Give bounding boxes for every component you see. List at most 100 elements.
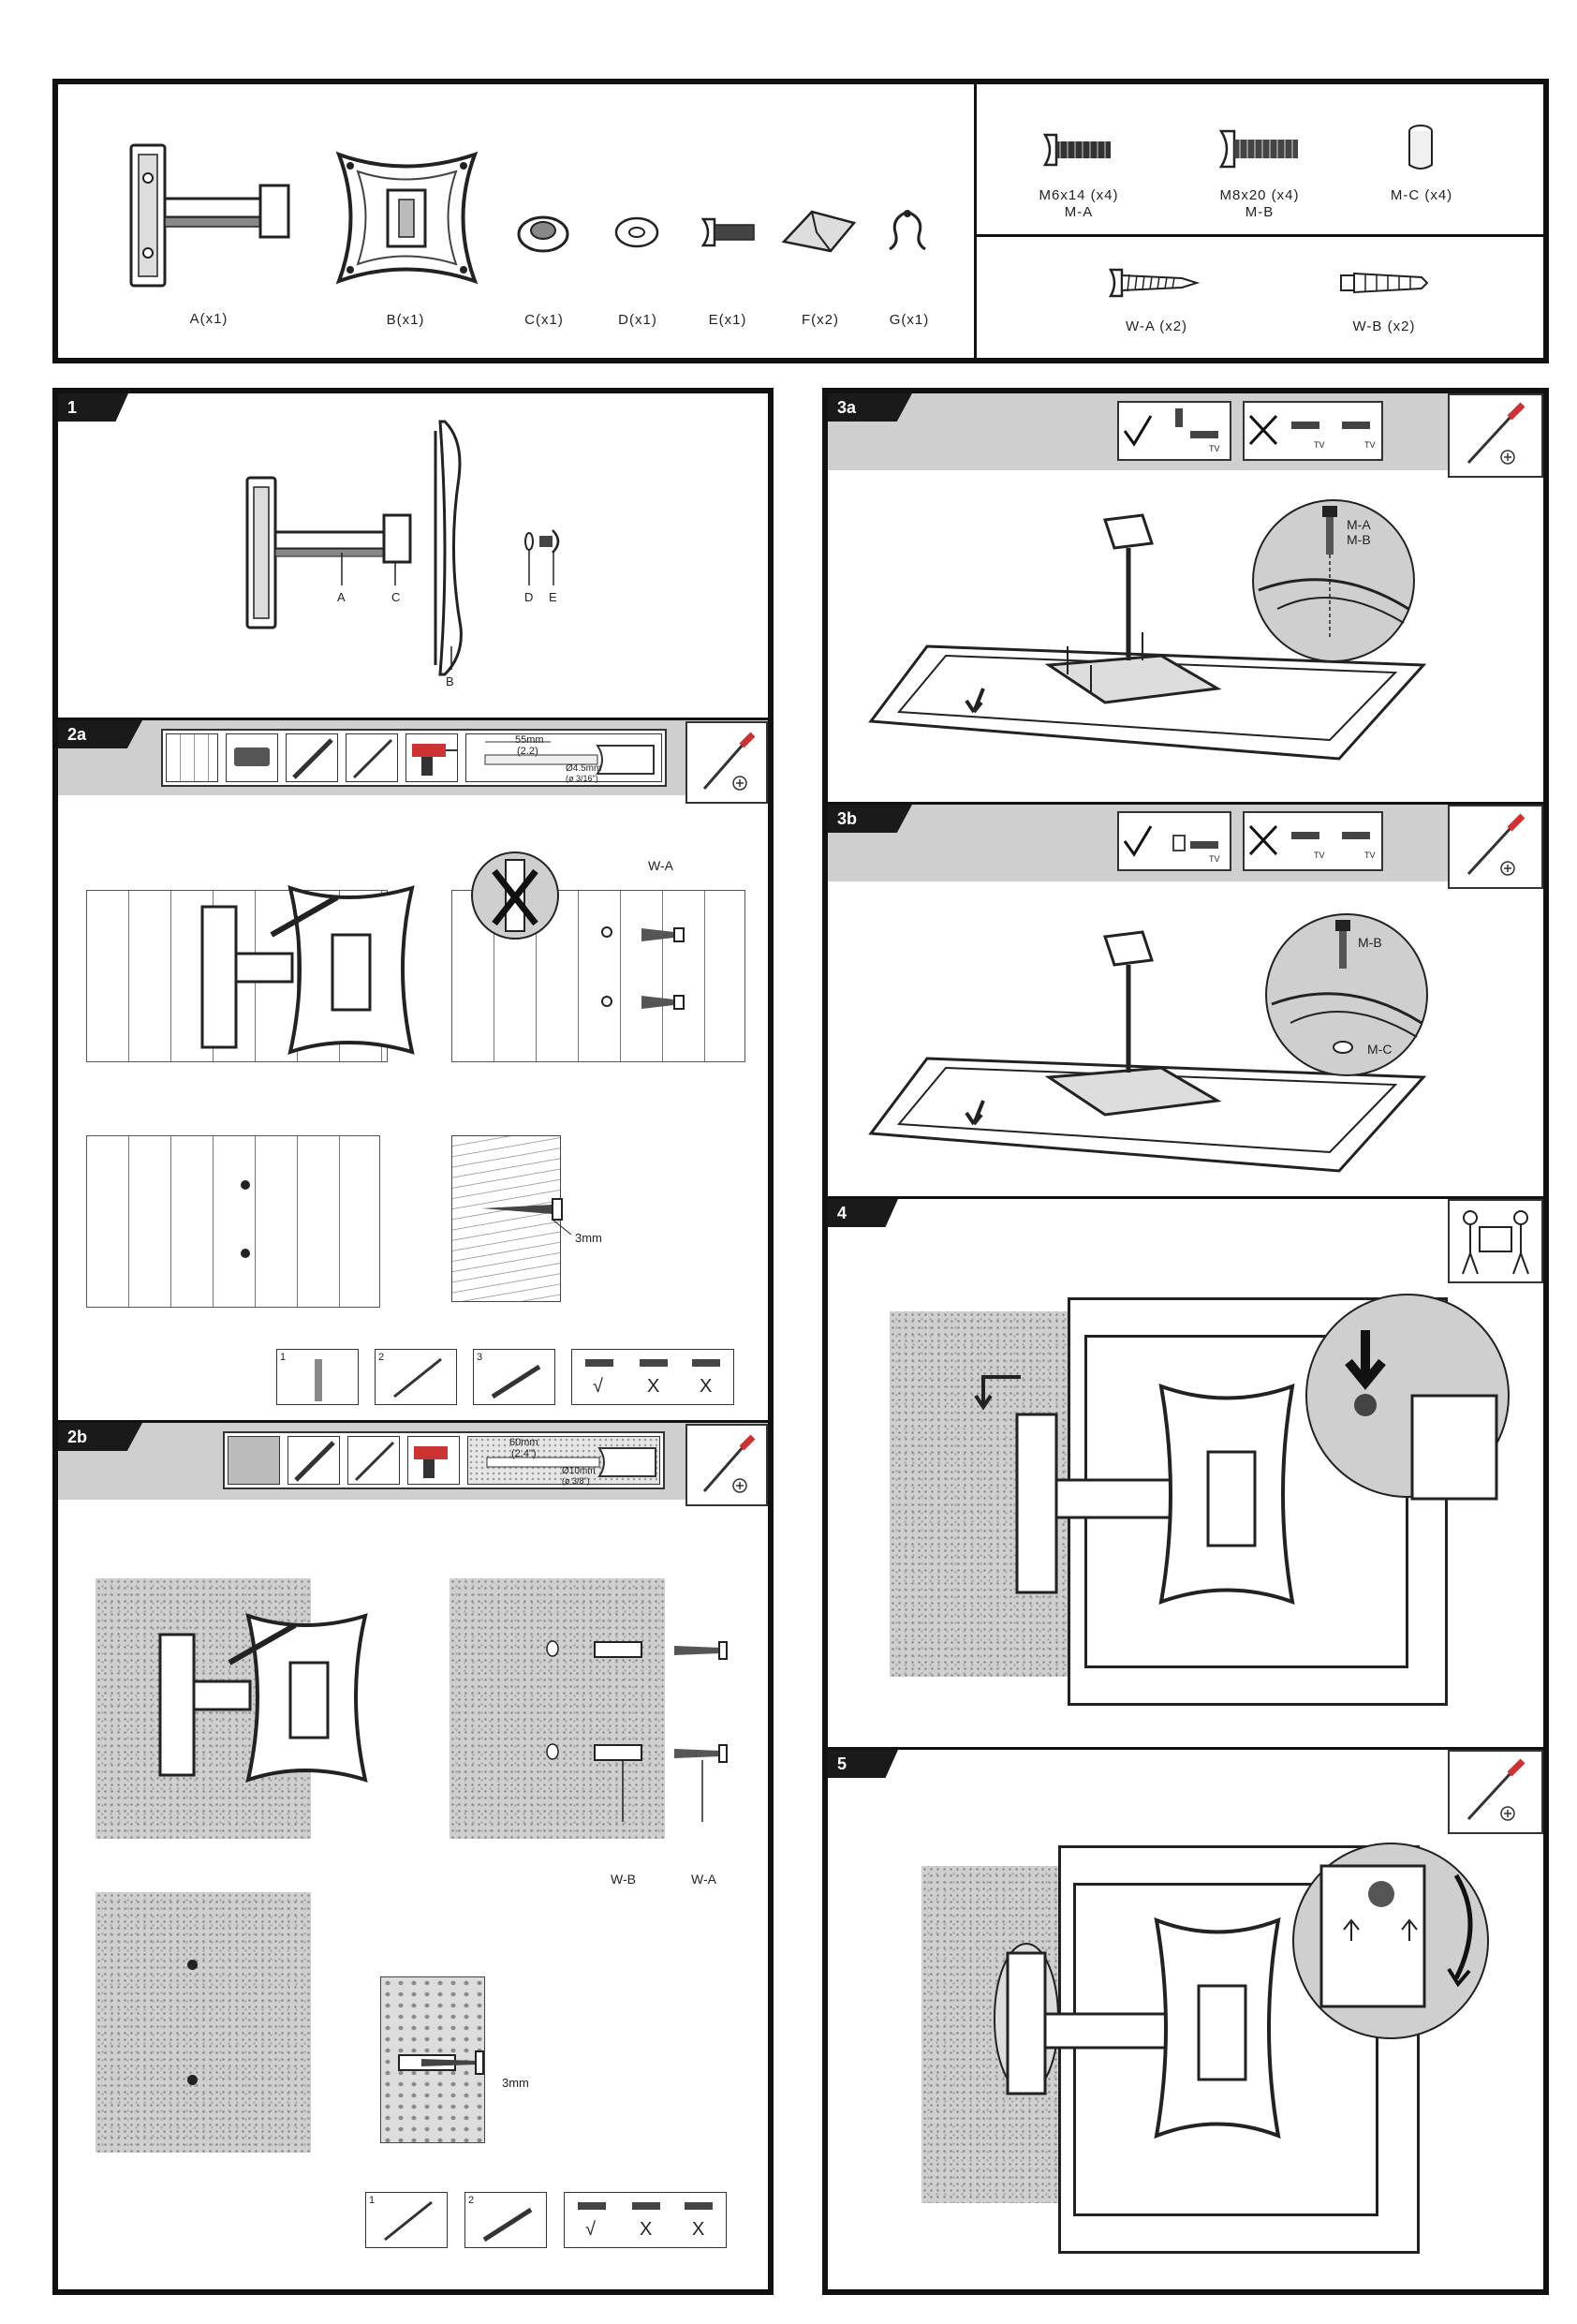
step-3a-screwdriver-box — [1448, 393, 1543, 478]
tv-label-3b-bad-1: TV — [1314, 851, 1325, 860]
step-1-assembly-drawing — [245, 420, 560, 676]
divider-step-2a-2b — [58, 1420, 768, 1423]
step-4-tag: 4 — [828, 1199, 898, 1227]
stud-finder-icon — [226, 733, 278, 782]
parts-list-panel — [52, 79, 1549, 363]
mount-arm-step4 — [1015, 1383, 1295, 1606]
sub-step-2a-3: 3 — [473, 1349, 555, 1405]
screw-label-3b-mc: M-C — [1367, 1042, 1393, 1057]
part-label-g: G(x1) — [889, 312, 930, 328]
step-1-tag: 1 — [58, 393, 128, 422]
part-label-a: A(x1) — [189, 311, 228, 327]
step-2a-screwdriver-box — [685, 721, 768, 804]
screw-detail-circle-3a — [1252, 499, 1415, 662]
step-2b-tag: 2b — [58, 1423, 142, 1451]
level-tool-icon — [166, 733, 218, 782]
callout-e: E — [549, 590, 557, 604]
drill-depth-diagram-2b — [467, 1436, 660, 1485]
no-anchor-circle — [471, 851, 559, 940]
part-label-f: F(x2) — [802, 312, 839, 328]
hook-icon — [889, 210, 926, 251]
gap-2a: 3mm — [575, 1231, 602, 1245]
tv-on-table-3a — [868, 513, 1427, 761]
drill-bit-in-2b: (ø 3/8") — [562, 1476, 590, 1486]
drill-depth-in-2b: (2.4") — [511, 1448, 537, 1459]
step-3a-wrong-box: TV TV — [1243, 401, 1383, 461]
sub-step-2b-1: 1 — [365, 2192, 448, 2248]
mount-on-concrete-wall — [158, 1612, 368, 1784]
screw-m6-label: M6x14 (x4) — [1039, 187, 1119, 203]
spacer-icon — [1408, 125, 1433, 170]
screwdriver-tool-icon — [346, 733, 398, 782]
screw-m8-label: M8x20 (x4) — [1219, 187, 1300, 203]
tv-label-3a-bad-1: TV — [1314, 440, 1325, 450]
drilled-hole-top — [241, 1180, 250, 1190]
concrete-hole-bottom — [187, 2075, 198, 2085]
callout-wa-2a: W-A — [648, 858, 673, 873]
screw-label-3b-mb: M-B — [1358, 935, 1382, 950]
level-check-2b: √ X X — [564, 2192, 727, 2248]
part-label-c: C(x1) — [524, 312, 564, 328]
tv-label-3b-bad-2: TV — [1364, 851, 1376, 860]
sub-step-2a-1: 1 — [276, 1349, 359, 1405]
drill-icon-2b — [407, 1436, 460, 1485]
cross-mark-2b-2: X — [692, 2219, 705, 2240]
step-3a-tag: 3a — [828, 393, 912, 422]
screw-label-3a-ma: M-A — [1347, 517, 1371, 532]
drill-depth-in-2a: (2.2) — [517, 746, 538, 757]
tv-label-3b-ok: TV — [1209, 854, 1220, 864]
concrete-wall-2 — [450, 1578, 665, 1839]
tv-on-table-3b — [868, 930, 1427, 1173]
drill-bit-2a: Ø4.5mm — [566, 763, 602, 774]
check-mark: √ — [593, 1376, 603, 1397]
washer-icon — [614, 216, 659, 248]
mount-on-wood-wall — [200, 884, 415, 1056]
step-3b-screwdriver-box — [1448, 805, 1543, 889]
concrete-wall-3 — [96, 1892, 311, 2153]
drill-bit-in-2a: (ø 3/16") — [566, 774, 598, 783]
callout-wb-2b: W-B — [611, 1872, 636, 1887]
screw-m6-sub: M-A — [1064, 204, 1094, 220]
wood-screw-icon — [1108, 268, 1201, 298]
step-2a-tag: 2a — [58, 720, 142, 748]
anchor-gap-detail — [398, 2050, 484, 2075]
wood-stud-wall-3 — [86, 1135, 380, 1308]
parts-divider-vertical — [974, 84, 977, 358]
screwdriver-icon-2b — [347, 1436, 400, 1485]
step-3b-tag: 3b — [828, 805, 912, 833]
wall-anchor-icon — [1340, 272, 1429, 294]
part-label-d: D(x1) — [618, 312, 657, 328]
wall-anchor-label: W-B (x2) — [1352, 318, 1416, 334]
nut-icon — [517, 215, 569, 253]
wall-icon — [228, 1436, 280, 1485]
drill-bit-2b: Ø10mm — [562, 1466, 596, 1476]
concrete-hole-top — [187, 1960, 198, 1970]
wood-screw-label: W-A (x2) — [1125, 318, 1188, 334]
screw-label-3a-mb: M-B — [1347, 532, 1371, 547]
anchors-and-screws — [546, 1640, 728, 1822]
vesa-plate-icon — [335, 151, 479, 285]
hang-detail-circle-step4 — [1305, 1294, 1510, 1501]
spacer-label: M-C (x4) — [1390, 187, 1453, 203]
cross-mark-2: X — [700, 1376, 713, 1397]
gap-2b: 3mm — [502, 2076, 529, 2090]
callout-wa-2b: W-A — [691, 1872, 716, 1887]
bolt-icon — [700, 217, 755, 247]
step-3a-correct-box: TV — [1117, 401, 1231, 461]
divider-4-5 — [828, 1747, 1543, 1750]
level-check-2a: √ X X — [571, 1349, 734, 1405]
sub-step-2a-2: 2 — [375, 1349, 457, 1405]
pencil-icon-2b — [287, 1436, 340, 1485]
screw-m8-icon — [1218, 129, 1298, 169]
tv-label-3a-ok: TV — [1209, 444, 1220, 453]
part-label-b: B(x1) — [386, 312, 425, 328]
divider-3b-4 — [828, 1196, 1543, 1199]
callout-c: C — [391, 590, 401, 604]
screw-gap-detail — [481, 1198, 572, 1236]
drill-depth-2a: 55mm — [515, 734, 544, 746]
cross-mark-1: X — [647, 1376, 660, 1397]
callout-a: A — [337, 590, 346, 604]
cable-clip-icon — [781, 210, 857, 253]
check-mark-2b: √ — [585, 2219, 596, 2240]
screw-m6-icon — [1042, 133, 1111, 167]
